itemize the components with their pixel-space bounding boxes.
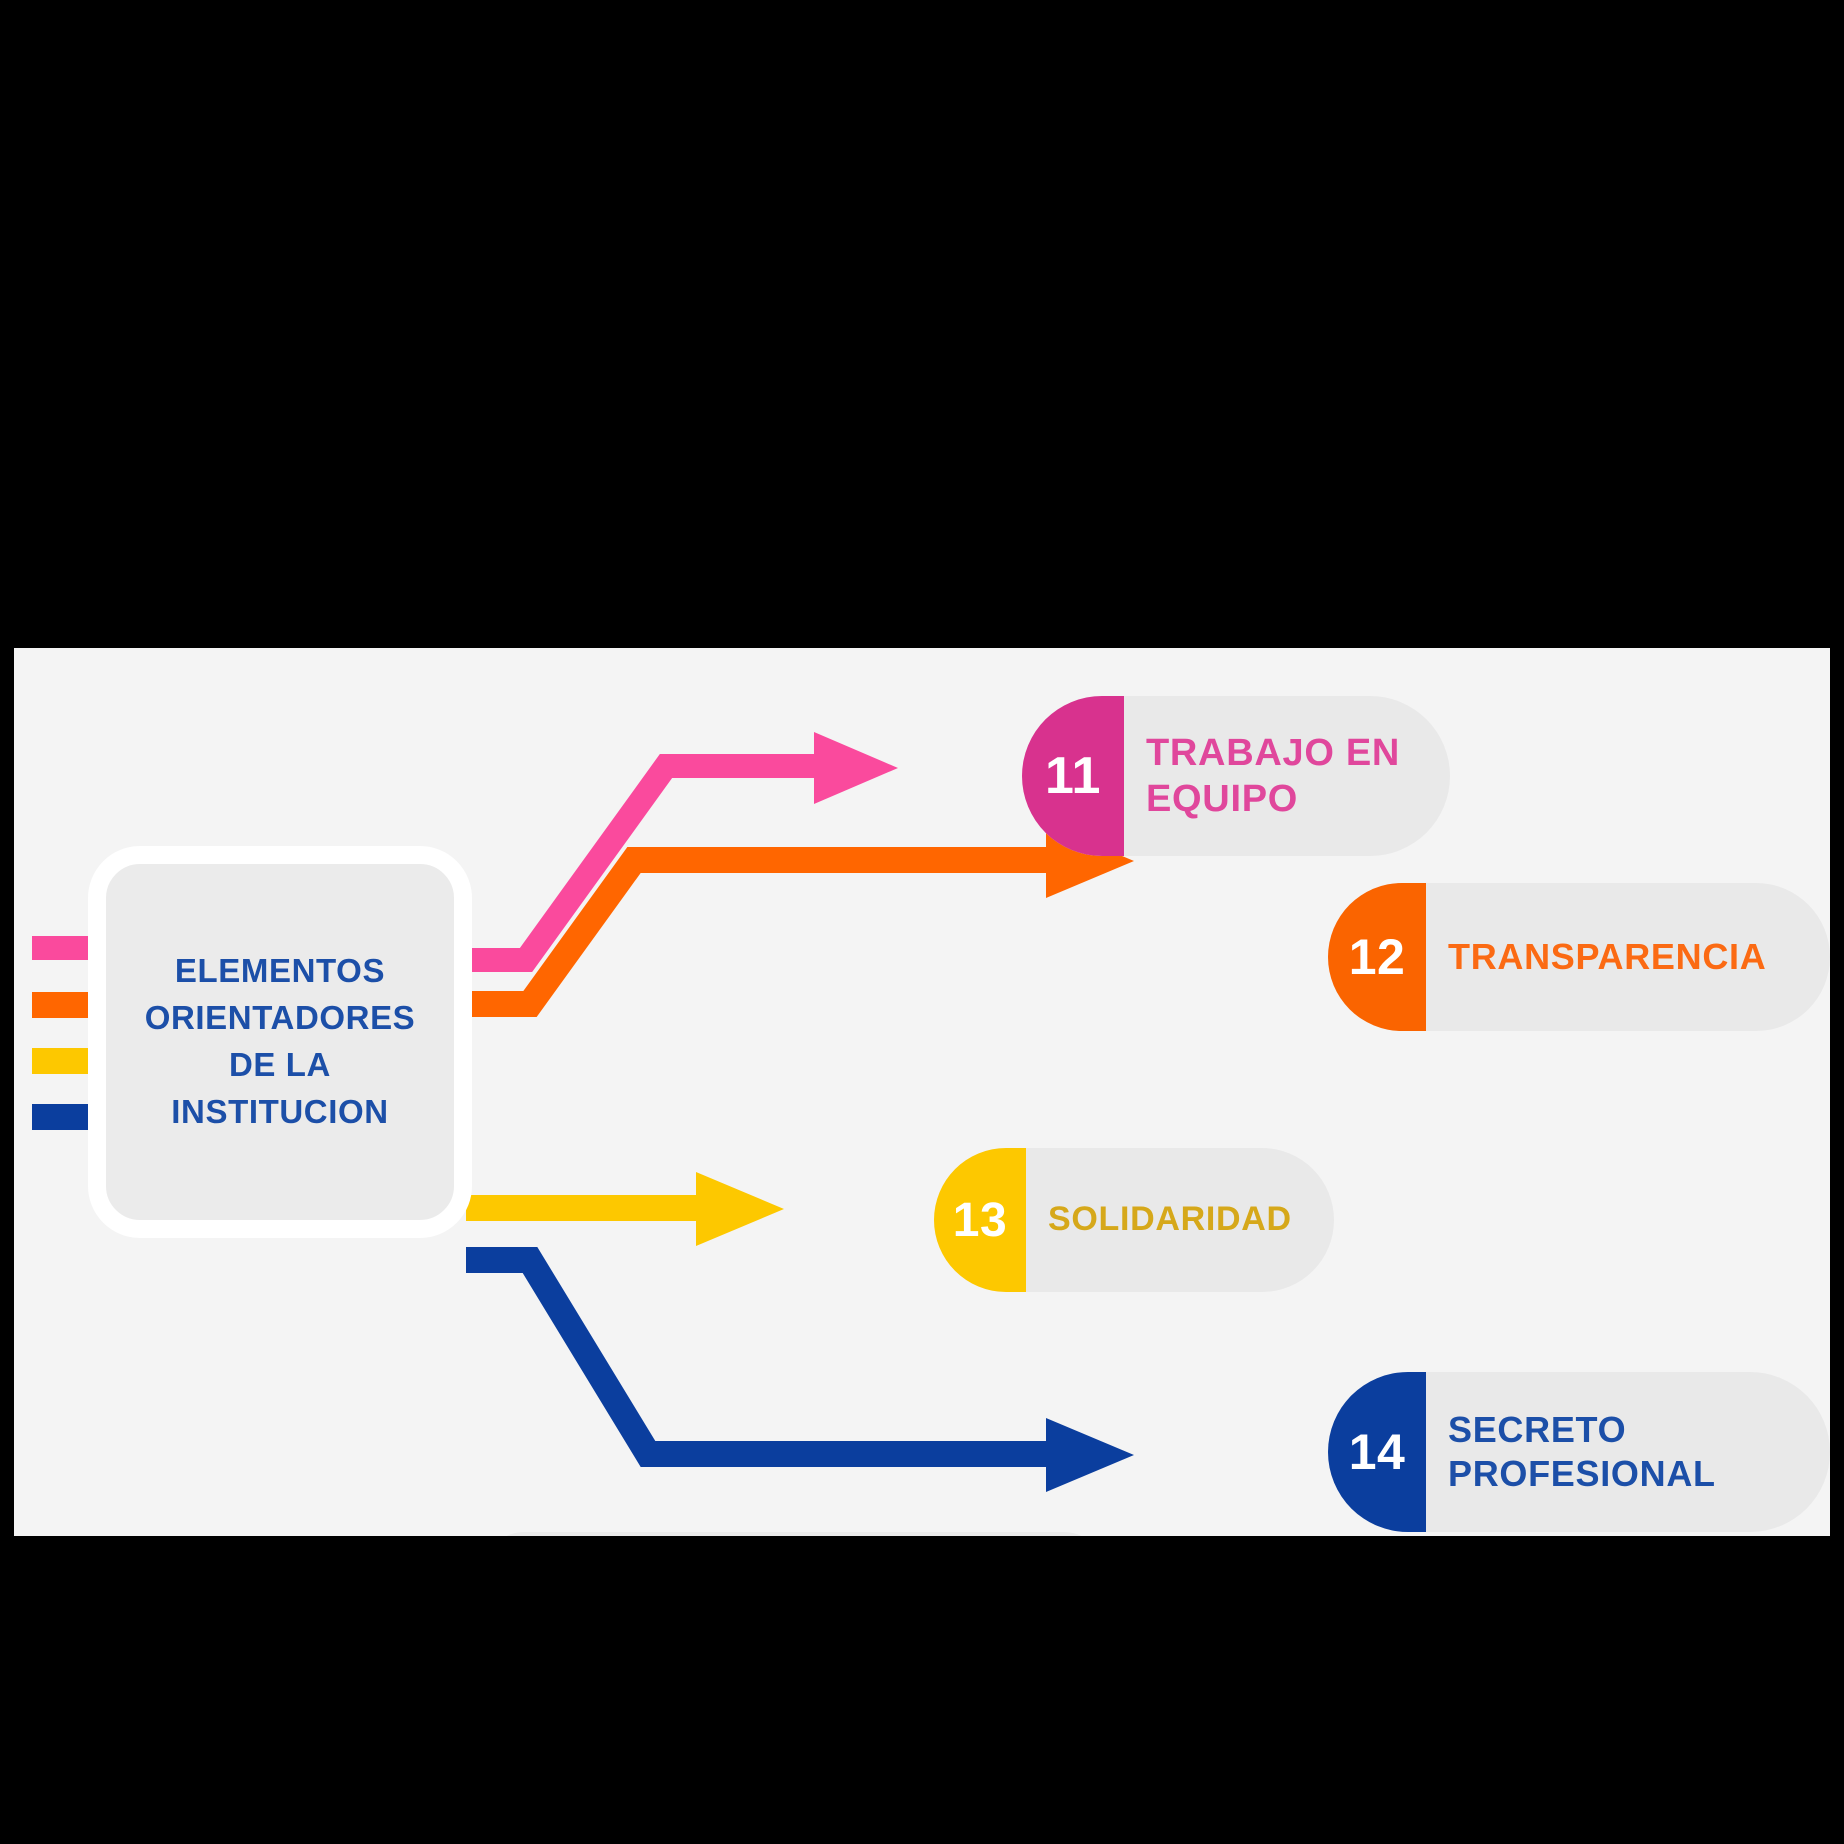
node-transparencia[interactable]: 12 TRANSPARENCIA <box>1328 883 1830 1031</box>
node-trabajo-en-equipo[interactable]: 11 TRABAJO EN EQUIPO <box>1022 696 1450 856</box>
node-label-13: SOLIDARIDAD <box>1048 1200 1292 1239</box>
node-solidaridad[interactable]: 13 SOLIDARIDAD <box>934 1148 1334 1292</box>
connector-13-yellow <box>466 1172 784 1246</box>
diagram-canvas: ELEMENTOS ORIENTADORES DE LA INSTITUCION… <box>14 648 1830 1536</box>
node-label-12: TRANSPARENCIA <box>1448 936 1767 978</box>
connector-11-pink <box>466 732 898 972</box>
hub-label-line-4: INSTITUCION <box>171 1092 389 1130</box>
hub-label-line-3: DE LA <box>228 1046 331 1083</box>
connector-14-blue <box>466 1247 1134 1492</box>
hub-node[interactable]: ELEMENTOS ORIENTADORES DE LA INSTITUCION <box>88 846 472 1238</box>
node-label-11: TRABAJO EN EQUIPO <box>1146 731 1401 820</box>
hub-label-line-1: ELEMENTOS <box>174 952 386 990</box>
node-label-14: SECRETO PROFESIONAL <box>1448 1409 1716 1494</box>
node-secreto-profesional[interactable]: 14 SECRETO PROFESIONAL <box>1328 1372 1830 1532</box>
hub-label: ELEMENTOS ORIENTADORES DE LA INSTITUCION <box>131 948 430 1135</box>
hub-label-line-2: ORIENTADORES <box>144 999 416 1037</box>
node-partial-below-fold <box>484 1532 1104 1536</box>
